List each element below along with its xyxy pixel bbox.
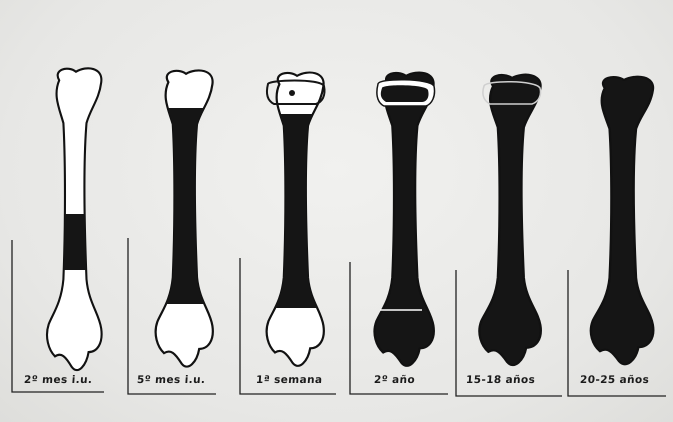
bone-stage-1 bbox=[47, 68, 106, 370]
stage-label-2: 5º mes i.u. bbox=[137, 374, 206, 386]
stage-label-6: 20-25 años bbox=[580, 374, 650, 386]
bone-stage-6 bbox=[591, 77, 653, 365]
stage-label-4: 2º año bbox=[374, 374, 416, 386]
bone-stage-2 bbox=[150, 70, 230, 366]
label-frames bbox=[12, 238, 666, 396]
bone-stage-4 bbox=[375, 73, 435, 366]
bone-stage-3 bbox=[260, 73, 340, 366]
bone-stage-5 bbox=[479, 75, 540, 366]
stage-label-5: 15-18 años bbox=[466, 374, 536, 386]
stage-label-1: 2º mes i.u. bbox=[24, 374, 93, 386]
stage-label-3: 1ª semana bbox=[256, 374, 323, 386]
